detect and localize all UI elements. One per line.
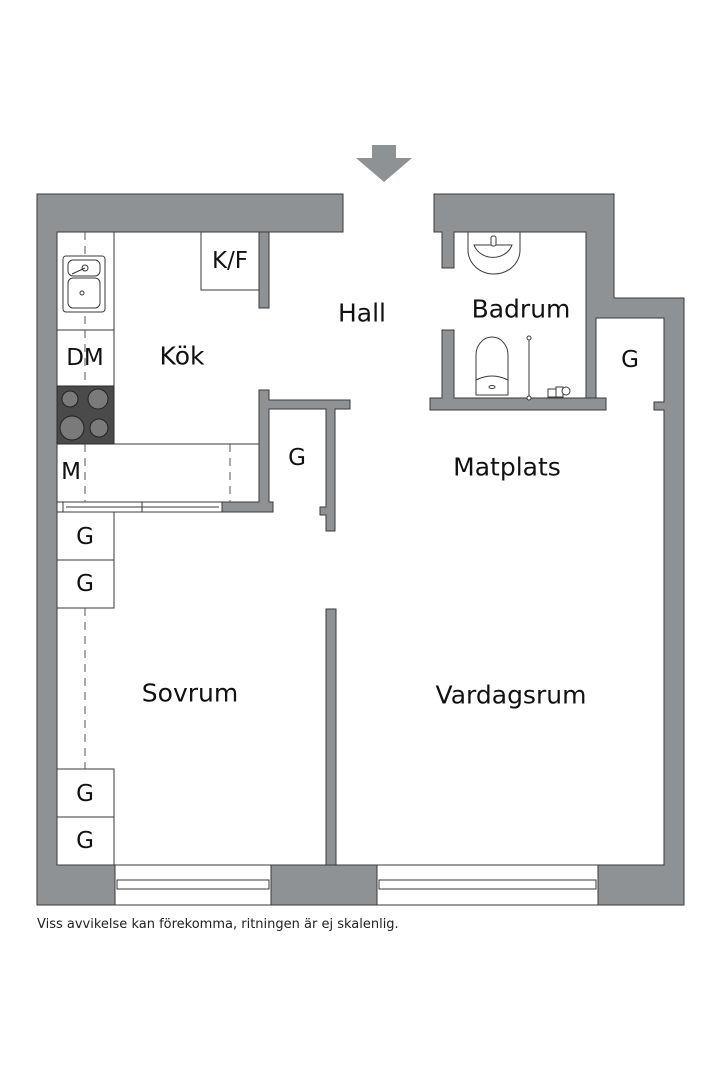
disclaimer-text: Viss avvikelse kan förekomma, ritningen … [37,917,399,932]
room-label-vardagsrum: Vardagsrum [435,680,587,710]
kitchen-counter [56,231,260,503]
fixture-label-microwave: M [61,459,81,485]
closet-label-hall: G [288,445,306,471]
interior-walls [221,329,607,866]
wardrobe-label-2: G [76,571,94,597]
valve-icon [547,386,571,398]
room-label-matplats: Matplats [453,452,561,482]
entrance-arrow-icon [356,145,412,182]
wardrobe-label-3: G [76,781,94,807]
room-label-kok: Kök [159,341,205,371]
room-label-badrum: Badrum [471,294,571,324]
toilet-icon [475,336,509,396]
bathroom-fixtures [467,231,571,401]
wardrobe-label-4: G [76,828,94,854]
washbasin-icon [467,231,521,275]
wardrobes [56,511,664,866]
fixture-label-fridge-freezer: K/F [211,248,249,274]
windows [62,501,599,906]
wardrobe-label-1: G [76,524,94,550]
stove-icon [56,385,115,445]
closet-label-right: G [621,347,639,373]
sink-icon [62,255,106,313]
fixture-label-dishwasher: DM [66,345,104,371]
room-label-sovrum: Sovrum [141,678,239,708]
room-label-hall: Hall [337,298,387,328]
